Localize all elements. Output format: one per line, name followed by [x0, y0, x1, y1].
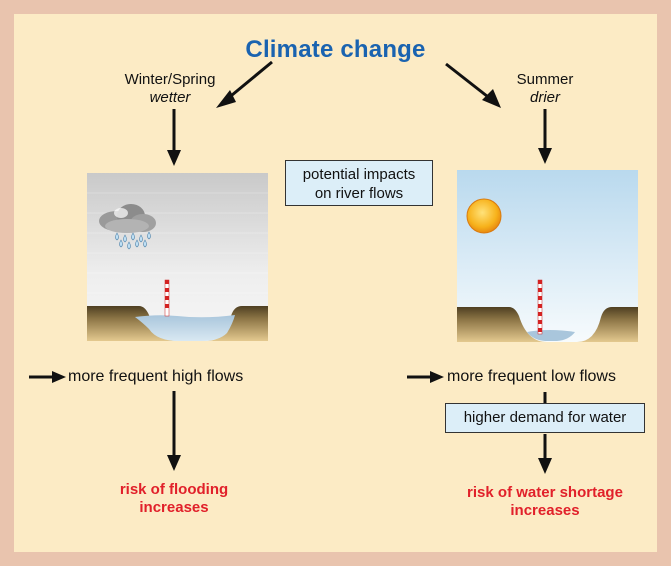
flooding-risk-line1: risk of flooding	[119, 481, 229, 498]
flooding-risk-label: risk of flooding increases	[74, 481, 274, 517]
potential-impacts-line1: potential impacts	[302, 166, 416, 183]
diagram-frame: Climate change Winter/Spring wetter Summ…	[14, 14, 657, 552]
dry-river-illustration	[457, 170, 638, 342]
water-shortage-risk-line2: increases	[510, 502, 580, 519]
left-season-condition: wetter	[149, 89, 191, 106]
higher-demand-box: higher demand for water	[445, 403, 645, 433]
left-season-name: Winter/Spring	[124, 71, 216, 88]
flooding-risk-line2: increases	[139, 499, 209, 516]
diagram-title: Climate change	[245, 36, 426, 63]
wet-gauge-pole	[164, 279, 170, 317]
left-flow-label: more frequent high flows	[68, 368, 244, 385]
arrow-title-to-summer	[445, 62, 493, 102]
rain-cloud-icon	[99, 204, 156, 250]
arrow-title-to-winter	[225, 60, 273, 102]
water-shortage-risk-label: risk of water shortage increases	[430, 484, 660, 520]
dry-gauge-pole	[537, 279, 543, 335]
water-shortage-risk-line1: risk of water shortage	[467, 484, 623, 501]
right-season-label: Summer drier	[490, 71, 600, 107]
potential-impacts-line2: on river flows	[314, 185, 404, 202]
right-season-name: Summer	[516, 71, 574, 88]
flow-arrows	[29, 60, 552, 474]
potential-impacts-box: potential impacts on river flows	[285, 160, 433, 206]
left-season-label: Winter/Spring wetter	[100, 71, 240, 107]
right-flow-label: more frequent low flows	[447, 368, 616, 385]
wet-river-illustration	[87, 173, 268, 341]
sun-icon	[466, 198, 502, 234]
right-season-condition: drier	[529, 89, 560, 106]
